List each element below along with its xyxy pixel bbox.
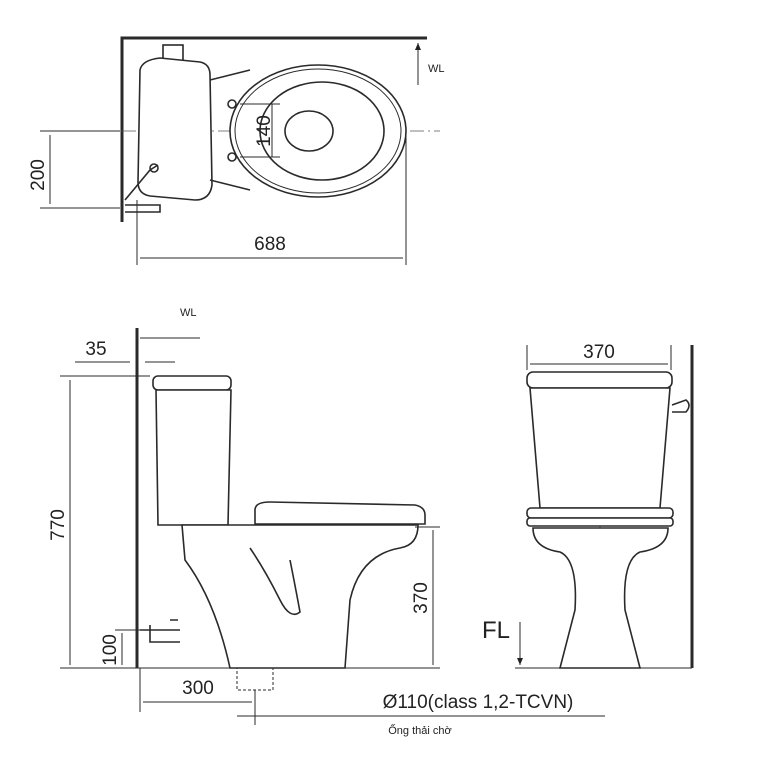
- seat-lid: [254, 501, 426, 525]
- bowl-rim-inner: [234, 68, 402, 194]
- pipe-caption: Ống thải chờ: [388, 723, 451, 737]
- front-width-ext-lines: [526, 345, 672, 370]
- seat-bolt-icon: [227, 152, 237, 162]
- floor-label: FL: [482, 617, 510, 644]
- tank-top: [137, 57, 213, 201]
- drain-hole: [284, 110, 334, 152]
- front-width-dim-label: 370: [583, 342, 615, 363]
- pipe-label: Ø110(class 1,2-TCVN): [383, 692, 574, 713]
- width-dim-label: 688: [254, 234, 286, 255]
- top-view: 140 WL 200 688: [28, 36, 445, 265]
- side-supply-valve: [140, 619, 180, 643]
- flush-lever-icon: [671, 399, 690, 413]
- outlet-pipe: [236, 667, 274, 691]
- offset-ext-lines: [40, 130, 120, 209]
- offset-dim-label: 200: [28, 159, 49, 191]
- seat-bolt-icon: [227, 99, 237, 109]
- front-view: 370 FL: [482, 342, 694, 669]
- front-tank-lid: [526, 371, 673, 389]
- seat-height-dim-label: 370: [411, 582, 432, 614]
- tank-body: [155, 389, 232, 526]
- gap-dim-label: 35: [85, 339, 106, 360]
- front-seat: [526, 517, 674, 527]
- trapway: [249, 547, 301, 616]
- tank-lid: [152, 375, 232, 391]
- bowl-neck: [209, 69, 251, 191]
- outlet-dim-label: 300: [182, 678, 214, 699]
- width-ext-lines: [136, 131, 407, 265]
- wall-outline: [120, 36, 427, 222]
- front-seat-lid: [526, 507, 674, 519]
- bowl-body: [181, 524, 419, 669]
- gap-dim-lines: [60, 361, 175, 377]
- seat-opening: [259, 81, 385, 181]
- top-wl-label: WL: [428, 63, 445, 75]
- front-bowl: [532, 527, 669, 669]
- seat-dim-lines: [240, 103, 280, 158]
- supply-dim-label: 100: [100, 634, 121, 666]
- side-wl-label: WL: [180, 307, 197, 319]
- front-tank-body: [529, 387, 671, 509]
- outlet-ext-lines: [139, 668, 256, 725]
- valve-knob-icon: [149, 163, 159, 173]
- height-dim-label: 770: [48, 509, 69, 541]
- side-view: WL 35 770 370 100 300 Ø110(class 1,2-TCV…: [48, 307, 605, 737]
- seat-dim-label: 140: [254, 115, 275, 147]
